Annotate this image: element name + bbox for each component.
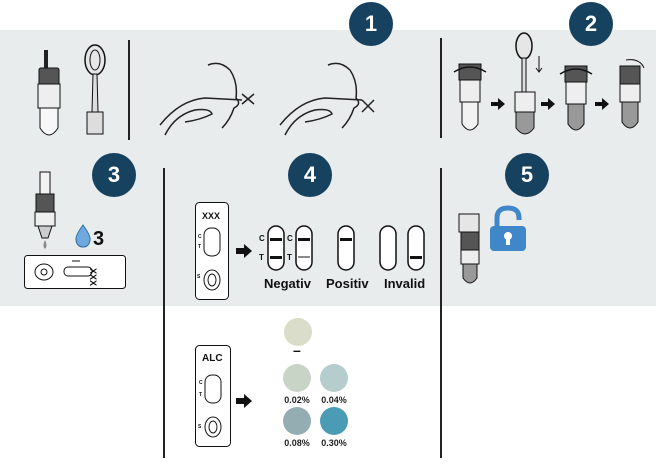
arrow-right-icon bbox=[595, 98, 609, 110]
alc-level-label: 0.04% bbox=[321, 395, 347, 405]
arrow-right-icon bbox=[541, 98, 555, 110]
swab-in-tube-icon bbox=[514, 32, 543, 135]
cassette-code-step4: XXX bbox=[202, 211, 221, 221]
divider-step1-step2 bbox=[440, 38, 442, 138]
alc-swatch-0.30 bbox=[320, 407, 348, 435]
extraction-tube-icon bbox=[37, 50, 61, 136]
tube-capped-icon bbox=[559, 65, 593, 131]
step-3-badge: 3 bbox=[92, 153, 136, 197]
alc-swatch-0.08 bbox=[283, 407, 311, 435]
test-cassette-step3-icon bbox=[24, 255, 126, 289]
result-invalid-label: Invalid bbox=[384, 276, 426, 291]
alc-swatch-0.02 bbox=[283, 364, 311, 392]
c-marker: C bbox=[198, 234, 202, 240]
divider-kit-sampling bbox=[128, 40, 130, 140]
window-c-label: C bbox=[259, 234, 265, 243]
alc-blank-dash: – bbox=[293, 342, 301, 358]
tube-twist-cap-icon bbox=[619, 59, 645, 129]
s-marker: S bbox=[197, 274, 201, 280]
alc-level-label: 0.08% bbox=[284, 438, 310, 448]
alc-s-marker: S bbox=[198, 424, 202, 430]
window-c-label: C bbox=[287, 234, 293, 243]
step-1-badge: 1 bbox=[349, 2, 393, 46]
alc-cassette-code: ALC bbox=[202, 353, 223, 364]
arrow-right-icon bbox=[236, 394, 252, 408]
result-positive-label: Positiv bbox=[326, 276, 369, 291]
result-windows-icon bbox=[267, 225, 425, 271]
swab-icon bbox=[84, 44, 106, 135]
t-marker: T bbox=[198, 244, 202, 250]
alc-t-marker: T bbox=[199, 392, 203, 398]
arrow-right-icon bbox=[491, 98, 505, 110]
step-4-badge: 4 bbox=[288, 153, 332, 197]
dropper-tube-icon bbox=[34, 171, 56, 249]
window-t-label: T bbox=[259, 253, 264, 262]
water-drop-icon bbox=[75, 224, 91, 248]
alc-level-label: 0.30% bbox=[321, 438, 347, 448]
cassette-code-step3: XXX bbox=[88, 268, 98, 287]
result-negative-label: Negativ bbox=[264, 276, 311, 291]
alc-c-marker: C bbox=[199, 380, 203, 386]
window-t-label: T bbox=[287, 253, 292, 262]
tube-open-icon bbox=[453, 63, 487, 131]
nasal-swab-left-nostril-icon bbox=[159, 62, 255, 136]
drop-count: 3 bbox=[93, 228, 105, 250]
lock-icon bbox=[490, 205, 526, 251]
divider-step4-step5 bbox=[440, 168, 442, 458]
nasal-swab-right-nostril-icon bbox=[279, 62, 375, 136]
alc-swatch-0.04 bbox=[320, 364, 348, 392]
test-cassette-step4-icon bbox=[195, 202, 229, 300]
sealed-tube-icon bbox=[458, 213, 480, 284]
alc-cassette-icon bbox=[195, 345, 231, 447]
alc-blank-swatch bbox=[284, 318, 312, 346]
divider-step3-step4 bbox=[163, 168, 165, 458]
arrow-right-icon bbox=[236, 244, 252, 258]
alc-level-label: 0.02% bbox=[284, 395, 310, 405]
step-5-badge: 5 bbox=[505, 153, 549, 197]
step-2-badge: 2 bbox=[569, 2, 613, 46]
